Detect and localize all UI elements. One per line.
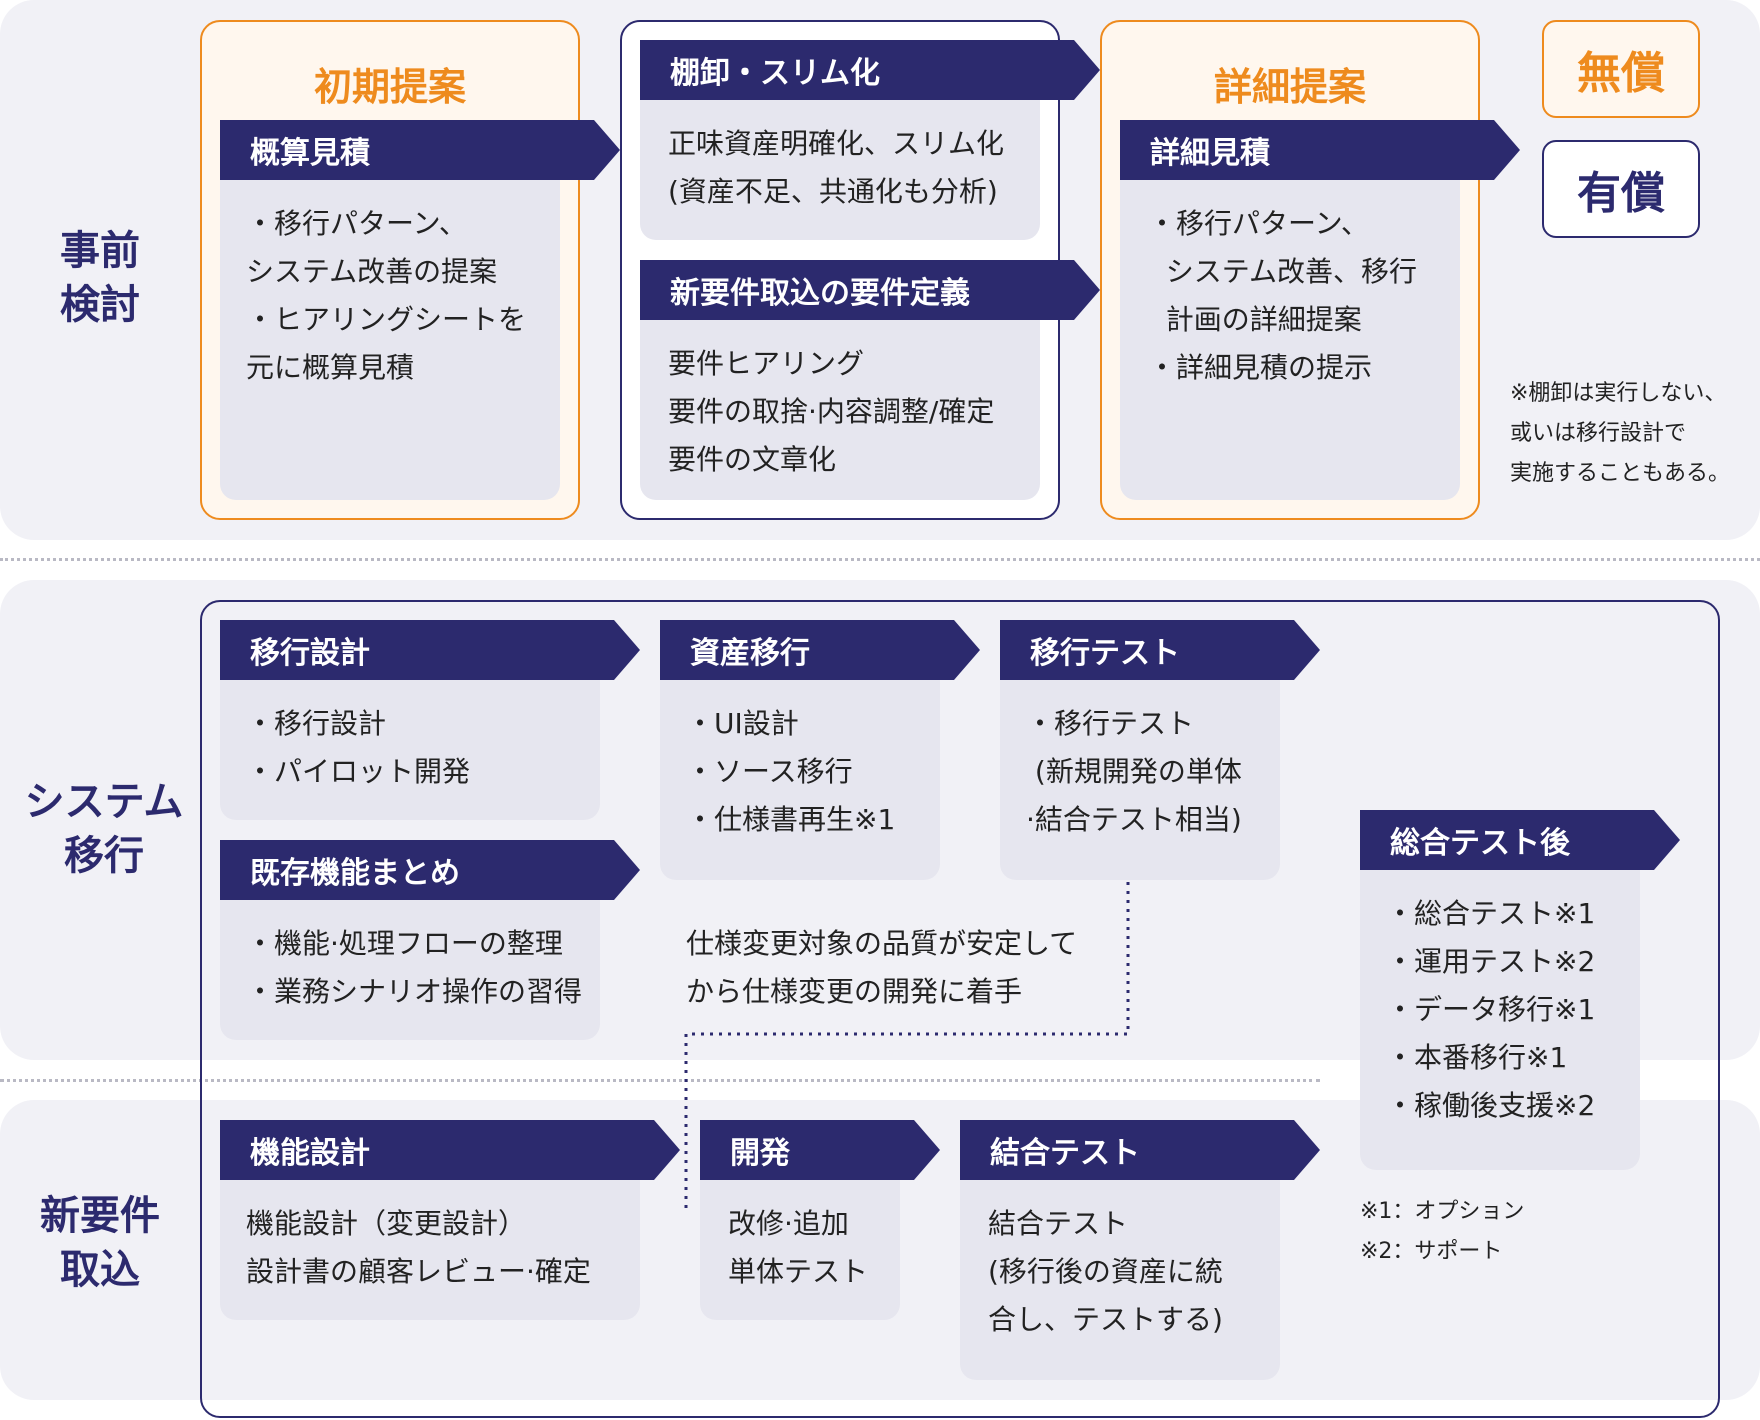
footnotes: ※1：オプション ※2：サポート xyxy=(1360,1199,1525,1264)
dev-bar: 開発 xyxy=(700,1120,940,1180)
migration-test-bar: 移行テスト xyxy=(1000,620,1320,680)
inventory-bar: 棚卸・スリム化 xyxy=(640,40,1100,100)
requirements-bar: 新要件取込の要件定義 xyxy=(640,260,1100,320)
initial-proposal-card xyxy=(220,120,560,500)
func-design-bar: 機能設計 xyxy=(220,1120,680,1180)
initial-proposal-body: ・移行パターン、 システム改善の提案 ・ヒアリングシートを 元に概算見積 xyxy=(246,207,527,384)
quality-annotation: 仕様変更対象の品質が安定して から仕様変更の開発に着手 xyxy=(686,927,1078,1008)
migration-frame xyxy=(200,600,1720,1418)
rough-estimate-bar: 概算見積 xyxy=(220,120,620,180)
inventory-note: ※棚卸は実行しない、 或いは移行設計で 実施することもある。 xyxy=(1510,381,1731,486)
row-label-pre: 事前 検討 xyxy=(60,228,140,328)
after-integration-body: ・総合テスト※1 ・運用テスト※2 ・データ移行※1 ・本番移行※1 ・稼働後支… xyxy=(1386,897,1596,1122)
after-integration-bar: 総合テスト後 xyxy=(1360,810,1680,870)
asset-migration-bar: 資産移行 xyxy=(660,620,980,680)
requirements-body: 要件ヒアリング 要件の取捨·内容調整/確定 要件の文章化 xyxy=(668,347,995,476)
asset-migration-body: ・UI設計 ・ソース移行 ・仕様書再生※1 xyxy=(686,707,896,836)
integration-test-bar: 結合テスト xyxy=(960,1120,1320,1180)
dev-body: 改修·追加 単体テスト xyxy=(728,1207,869,1288)
detail-proposal-card xyxy=(1120,120,1460,500)
row-label-new-req: 新要件 取込 xyxy=(40,1193,160,1293)
detail-estimate-bar: 詳細見積 xyxy=(1120,120,1520,180)
row-label-migration: システム 移行 xyxy=(24,779,184,879)
divider-2 xyxy=(0,1079,1320,1082)
badge-paid: 有償 xyxy=(1542,140,1700,238)
detail-proposal-body: ・移行パターン、 システム改善、移行 計画の詳細提案 ・詳細見積の提示 xyxy=(1148,207,1417,384)
after-integration-card xyxy=(1360,810,1640,1170)
divider-1 xyxy=(0,558,1760,561)
initial-proposal-title: 初期提案 xyxy=(313,65,466,109)
migration-design-bar: 移行設計 xyxy=(220,620,640,680)
existing-func-body: ・機能·処理フローの整理 ・業務シナリオ操作の習得 xyxy=(246,927,583,1008)
detail-proposal-title: 詳細提案 xyxy=(1213,65,1366,109)
migration-test-body: ・移行テスト (新規開発の単体 ·結合テスト相当) xyxy=(1026,707,1242,836)
existing-func-bar: 既存機能まとめ xyxy=(220,840,640,900)
migration-design-body: ・移行設計 ・パイロット開発 xyxy=(246,707,471,788)
integration-test-body: 結合テスト (移行後の資産に統 合し、テストする) xyxy=(988,1207,1223,1336)
badge-free: 無償 xyxy=(1542,20,1700,118)
inventory-body: 正味資産明確化、スリム化 (資産不足、共通化も分析) xyxy=(668,127,1005,208)
func-design-body: 機能設計（変更設計） 設計書の顧客レビュー·確定 xyxy=(246,1207,591,1288)
